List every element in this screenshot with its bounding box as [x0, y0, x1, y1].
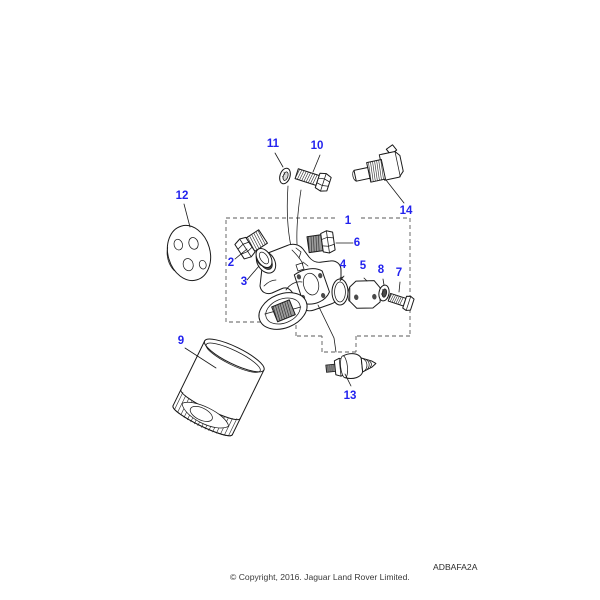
part-6-hex-plug	[306, 230, 354, 254]
leader-8	[382, 278, 385, 286]
callout-13: 13	[344, 390, 357, 402]
leader-7	[398, 281, 401, 293]
leader-4	[339, 276, 344, 279]
leader-3	[246, 265, 260, 281]
callout-12: 12	[176, 190, 189, 202]
part-3-sealing-ring	[246, 247, 273, 281]
callout-2: 2	[228, 257, 234, 269]
leader-13	[344, 373, 352, 387]
callout-4: 4	[340, 259, 347, 271]
part-7-bolt	[387, 281, 415, 311]
drawing-code: ADBAFA2A	[433, 562, 478, 572]
part-5-cover-plate	[347, 277, 381, 309]
part-11-sealing-washer	[274, 152, 291, 185]
part-4-o-ring	[331, 275, 349, 306]
part-14-temperature-sender	[352, 144, 405, 204]
callout-7: 7	[396, 267, 402, 279]
part-9-oil-filter	[172, 338, 265, 437]
leader-5	[363, 277, 368, 282]
part-8-washer	[378, 278, 390, 302]
callout-1: 1	[345, 215, 352, 227]
leader-11	[274, 152, 284, 168]
leader-14	[385, 179, 405, 204]
part-12-gasket-plate	[166, 203, 212, 282]
callout-6: 6	[354, 237, 360, 249]
part-10-hex-bolt	[294, 154, 332, 192]
part-2-hex-plug	[234, 229, 268, 260]
callout-10: 10	[311, 140, 324, 152]
copyright-notice: © Copyright, 2016. Jaguar Land Rover Lim…	[230, 572, 410, 582]
callout-8: 8	[378, 264, 385, 276]
callout-14: 14	[400, 205, 413, 217]
callout-11: 11	[267, 138, 280, 150]
callout-labels: 1 2 3 4 5 6 7 8 9 10 11 12 13 14	[176, 138, 413, 402]
callout-5: 5	[360, 260, 367, 272]
leader-9	[184, 347, 217, 369]
callout-9: 9	[178, 335, 184, 347]
leader-2	[234, 248, 248, 260]
part-13-pressure-switch	[317, 304, 377, 387]
leader-12	[183, 203, 191, 228]
callout-3: 3	[241, 276, 247, 288]
leader-10	[312, 154, 321, 173]
